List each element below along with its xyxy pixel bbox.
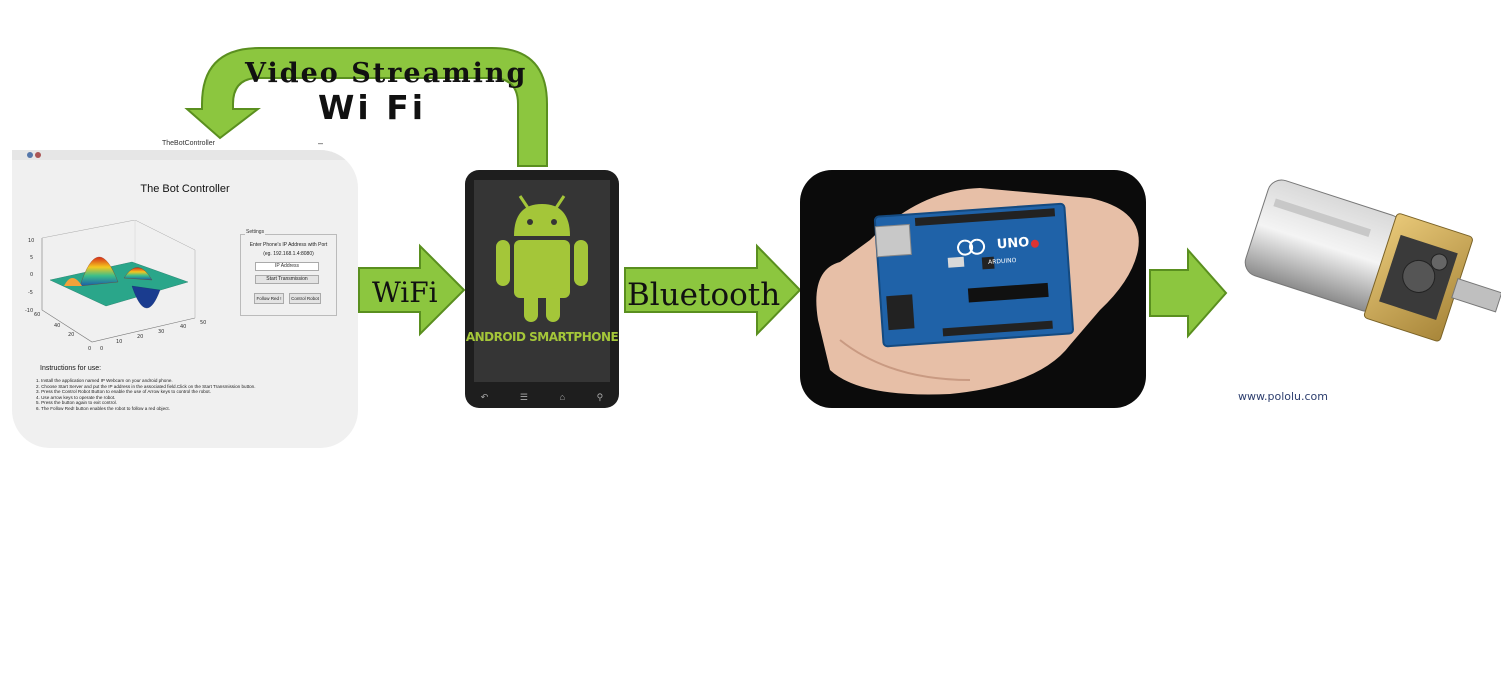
x-tick: 50 [200,320,206,326]
x-tick: 40 [180,324,186,330]
menu-icon[interactable]: ☰ [519,392,528,402]
phone-nav-bar: ↶ ☰ ⌂ ⚲ [465,392,619,403]
arduino-uno-text: UNO [996,235,1029,252]
search-icon[interactable]: ⚲ [596,392,604,402]
bluetooth-arrow [624,243,802,337]
instructions-heading: Instructions for use: [40,365,102,372]
bot-controller-heading: The Bot Controller [140,183,230,195]
ip-example: (eg. 192.168.1.4:8080) [263,251,314,257]
android-smartphone: ANDROID SMARTPHONE ↶ ☰ ⌂ ⚲ [465,170,619,408]
settings-legend: Settings [245,229,266,235]
arduino-photo: UNO ARDUINO [800,170,1146,408]
bluetooth-arrow-label: Bluetooth [627,277,781,313]
z-tick: -5 [28,290,33,296]
video-streaming-label: Video Streaming [245,58,528,89]
window-toolbar [12,150,358,160]
instruction-item: 4. Use arrow keys to operate the robot. [36,394,116,400]
motor-shaft [1451,278,1501,313]
instruction-item: 3. Press the Control Robot Button to ena… [36,389,211,395]
z-tick: 5 [30,255,33,261]
phone-screen [474,180,610,382]
x-tick: 10 [116,339,122,345]
x-tick: 0 [100,346,103,352]
wifi-arrow [358,243,466,337]
control-robot-button[interactable]: Control Robot [289,293,321,304]
x-tick: 30 [158,329,164,335]
ip-prompt: Enter Phone's IP Address with Port [249,242,328,248]
window-title: TheBotController [162,140,215,147]
toolbar-icon[interactable] [27,152,33,158]
home-icon[interactable]: ⌂ [559,392,565,402]
instruction-item: 6. The Follow Red! button enables the ro… [36,405,170,411]
instruction-item: 2. Choose Start Server and put the IP ad… [36,383,256,389]
video-streaming-arrow [184,47,548,167]
motor-arrow [1149,247,1228,339]
android-robot-icon [496,195,588,322]
arduino-illustration: UNO ARDUINO [816,188,1139,395]
minimize-button[interactable]: – [318,138,324,148]
settings-panel: Settings Enter Phone's IP Address with P… [240,229,337,316]
gear-motor-photo [1244,179,1501,342]
android-smartphone-label: ANDROID SMARTPHONE [465,330,619,344]
toolbar-icon[interactable] [35,152,41,158]
z-tick: 0 [30,272,33,278]
y-tick: 60 [34,312,40,318]
y-tick: 0 [88,346,91,352]
arduino-brand-text: ARDUINO [988,257,1017,266]
back-icon[interactable]: ↶ [480,392,489,402]
y-tick: 40 [54,323,60,329]
follow-red-button[interactable]: Follow Red ! [254,293,284,304]
start-transmission-button[interactable]: Start Transmission [255,275,319,284]
z-tick: -10 [25,308,33,314]
wifi-top-label: Wi Fi [318,88,427,127]
toolbar-icons [27,152,41,158]
instruction-item: 5. Press the button again to exit contro… [36,400,117,406]
pololu-caption: www.pololu.com [1238,390,1328,403]
instruction-item: 1. Install the application named IP Webc… [36,378,173,383]
surface-plot: 10 5 0 -5 -10 0 10 20 30 40 50 0 20 40 6… [25,220,206,352]
z-tick: 10 [28,238,34,244]
y-tick: 20 [68,332,74,338]
arduino-board [873,202,1074,348]
ip-address-input[interactable]: IP Address [255,262,319,271]
x-tick: 20 [137,334,143,340]
bot-controller-window: The Bot Controller 10 5 0 -5 -10 [12,150,358,448]
wifi-arrow-label: WiFi [372,276,438,309]
instructions-list: 1. Install the application named IP Webc… [36,378,256,412]
